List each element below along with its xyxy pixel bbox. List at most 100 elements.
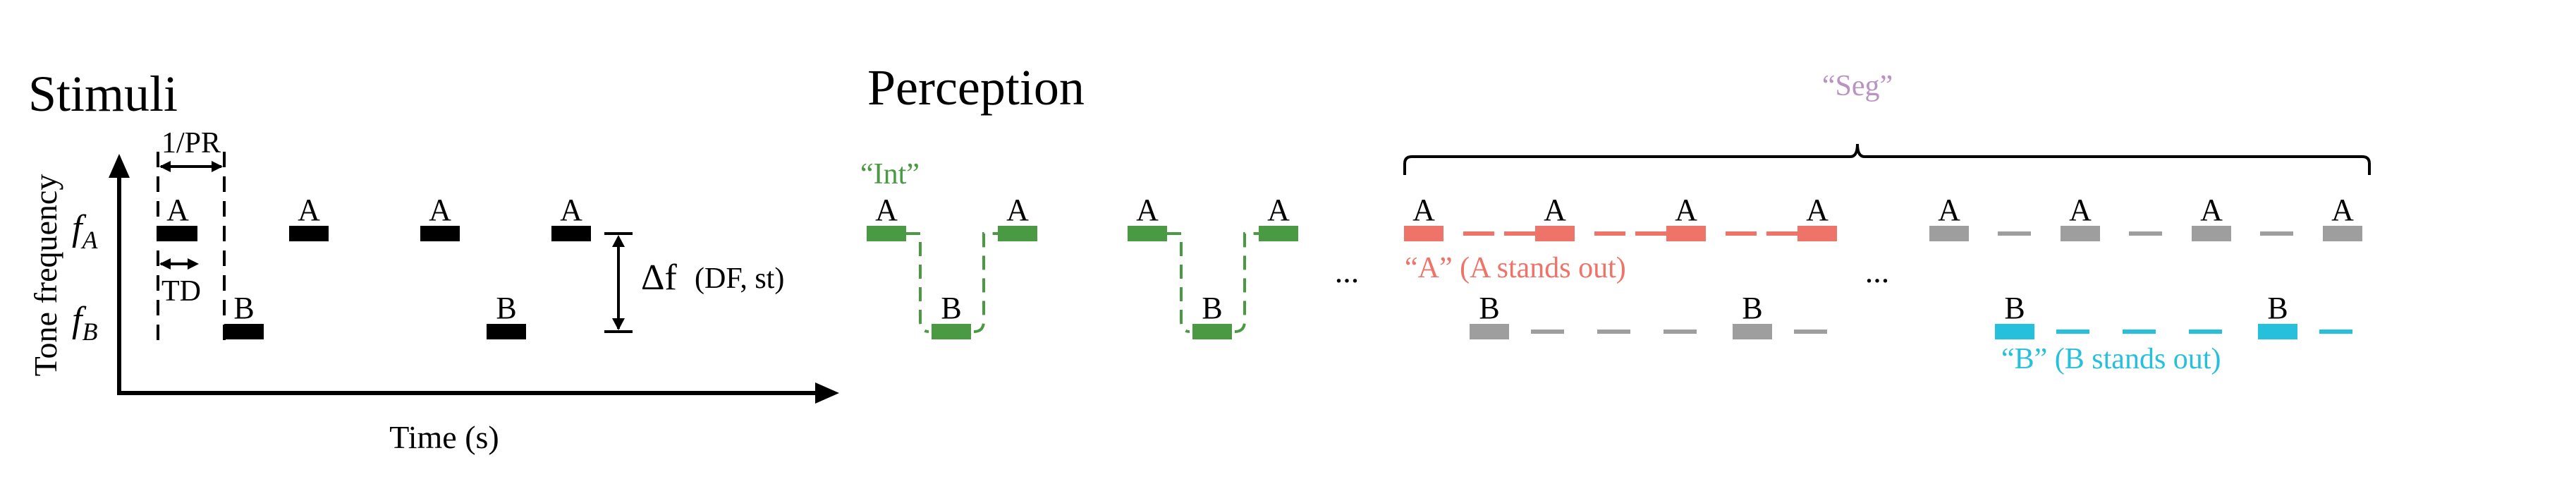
a-out-tone-b-2-letter: B xyxy=(1742,291,1762,325)
x-axis-label: Time (s) xyxy=(389,419,499,455)
integrated-label: “Int” xyxy=(860,158,920,191)
stimulus-tone-b-1-bar xyxy=(224,324,264,339)
b-out-tone-a-3-letter: A xyxy=(2200,193,2223,227)
int-tone-a-2-bar xyxy=(998,226,1037,241)
int-tone-a-1-letter: A xyxy=(875,193,898,227)
b-out-tone-b-1: B xyxy=(1995,291,2034,339)
b-stands-out-label: “B” (B stands out) xyxy=(2001,343,2221,375)
a-stands-out-label: “A” (A stands out) xyxy=(1405,252,1626,284)
stimulus-tone-a-3-bar xyxy=(420,226,460,241)
stimulus-tone-a-4-letter: A xyxy=(560,193,582,227)
int-connector-2 xyxy=(1167,232,1259,333)
a-out-tone-a-2: A xyxy=(1535,193,1575,241)
int-tone-a-2: A xyxy=(998,193,1037,241)
delta-f-note: (DF, st) xyxy=(695,262,784,295)
b-out-tone-b-1-letter: B xyxy=(2004,291,2025,325)
b-out-tone-a-2-letter: A xyxy=(2069,193,2092,227)
ellipsis-1: ... xyxy=(1335,253,1360,289)
delta-f-symbol: Δf xyxy=(641,258,677,298)
period-arrowhead-left xyxy=(159,161,171,172)
a-out-tone-a-1: A xyxy=(1404,193,1443,241)
stimuli-panel: Stimuli Tone frequency Time (s) fA fB 1/… xyxy=(28,66,839,455)
b-out-tone-a-4: A xyxy=(2323,193,2362,241)
stimulus-tone-b-1: B xyxy=(224,291,264,339)
td-label: TD xyxy=(161,275,201,308)
f-b-label: fB xyxy=(72,300,97,346)
a-out-tone-b-2-bar xyxy=(1733,324,1772,339)
int-tone-a-1: A xyxy=(867,193,906,241)
perception-tones: A B A A B A A A A A B B A A A A B B xyxy=(867,193,2362,339)
int-tone-a-3-bar xyxy=(1128,226,1167,241)
b-out-tone-a-3-bar xyxy=(2192,226,2231,241)
b-out-tone-a-4-letter: A xyxy=(2331,193,2354,227)
stimulus-tone-a-1: A xyxy=(158,193,197,241)
b-out-tone-a-2: A xyxy=(2061,193,2100,241)
int-tone-a-3-letter: A xyxy=(1136,193,1159,227)
a-out-tone-a-4: A xyxy=(1797,193,1837,241)
a-out-tone-b-1: B xyxy=(1470,291,1509,339)
stimulus-tone-a-1-letter: A xyxy=(166,193,189,227)
stimulus-tone-a-1-bar xyxy=(158,226,197,241)
int-tone-a-4: A xyxy=(1259,193,1298,241)
stimulus-tone-a-4: A xyxy=(551,193,591,241)
period-label: 1/PR xyxy=(161,127,221,159)
perception-title: Perception xyxy=(867,59,1085,116)
int-tone-b-2-bar xyxy=(1192,324,1232,339)
b-out-tone-a-4-bar xyxy=(2323,226,2362,241)
a-out-tone-a-4-bar xyxy=(1797,226,1837,241)
perception-panel: Perception “Int” “Seg” A B A A B A A A A A B B A A A A B… xyxy=(860,59,2371,375)
int-tone-b-2-letter: B xyxy=(1202,291,1222,325)
b-out-tone-a-1: A xyxy=(1929,193,1969,241)
a-out-tone-a-2-letter: A xyxy=(1544,193,1566,227)
int-connector-1 xyxy=(906,232,998,333)
int-tone-a-1-bar xyxy=(867,226,906,241)
int-tone-b-2: B xyxy=(1192,291,1232,339)
stimulus-tone-a-2-bar xyxy=(289,226,329,241)
b-out-tone-a-1-bar xyxy=(1929,226,1969,241)
stimulus-tone-a-3-letter: A xyxy=(429,193,451,227)
delta-f-arrowhead-bottom xyxy=(612,318,625,330)
stimulus-tone-a-3: A xyxy=(420,193,460,241)
stimulus-tone-a-2: A xyxy=(289,193,329,241)
stimulus-tone-b-2: B xyxy=(487,291,526,339)
b-out-tone-a-3: A xyxy=(2192,193,2231,241)
f-a-label: fA xyxy=(72,208,98,254)
a-out-tone-a-1-bar xyxy=(1404,226,1443,241)
b-out-tone-b-2-letter: B xyxy=(2267,291,2288,325)
int-tone-a-4-bar xyxy=(1259,226,1298,241)
int-tone-a-4-letter: A xyxy=(1267,193,1290,227)
int-tone-b-1: B xyxy=(932,291,971,339)
delta-f-arrowhead-top xyxy=(612,235,625,247)
x-axis-arrowhead xyxy=(815,382,839,404)
a-out-tone-a-2-bar xyxy=(1535,226,1575,241)
segregated-brace xyxy=(1403,143,2371,175)
a-out-tone-a-1-letter: A xyxy=(1412,193,1435,227)
period-arrowhead-right xyxy=(212,161,223,172)
b-out-tone-b-2-bar xyxy=(2258,324,2297,339)
a-out-tone-b-2: B xyxy=(1733,291,1772,339)
stimulus-tone-b-2-bar xyxy=(487,324,526,339)
a-out-tone-a-4-letter: A xyxy=(1806,193,1829,227)
stimulus-tone-b-2-letter: B xyxy=(496,291,516,325)
integrated-connectors xyxy=(906,232,1259,333)
b-out-tone-a-2-bar xyxy=(2061,226,2100,241)
int-tone-b-1-letter: B xyxy=(941,291,961,325)
y-axis-label: Tone frequency xyxy=(28,174,63,377)
int-tone-b-1-bar xyxy=(932,324,971,339)
int-tone-a-3: A xyxy=(1128,193,1167,241)
stimulus-tone-a-2-letter: A xyxy=(298,193,320,227)
stimuli-title: Stimuli xyxy=(28,66,178,122)
ellipsis-2: ... xyxy=(1865,253,1890,289)
stimulus-tone-b-1-letter: B xyxy=(233,291,254,325)
a-out-tone-b-1-bar xyxy=(1470,324,1509,339)
td-arrowhead-left xyxy=(159,258,171,270)
int-tone-a-2-letter: A xyxy=(1006,193,1029,227)
a-out-tone-a-3-bar xyxy=(1666,226,1706,241)
segregated-label: “Seg” xyxy=(1822,70,1893,102)
stimulus-tones: A A A A B B xyxy=(158,193,591,339)
stimulus-tone-a-4-bar xyxy=(551,226,591,241)
b-out-tone-a-1-letter: A xyxy=(1938,193,1960,227)
y-axis-arrowhead xyxy=(109,154,130,178)
a-out-tone-a-3-letter: A xyxy=(1675,193,1697,227)
